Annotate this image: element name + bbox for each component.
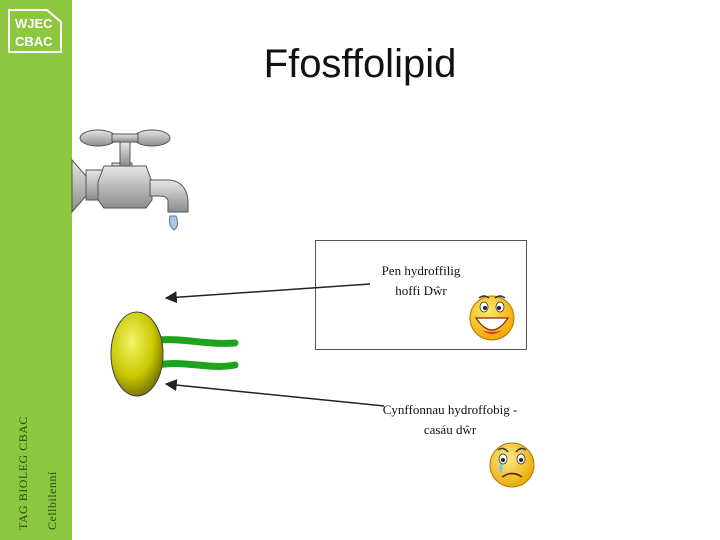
sad-face-icon	[489, 442, 535, 488]
head-label-line-2: hoffi Dŵr	[395, 283, 447, 298]
logo-line-2: CBAC	[15, 34, 53, 49]
page-title: Ffosffolipid	[263, 42, 457, 86]
head-label-line-1: Pen hydroffilig	[381, 263, 461, 278]
tail-label-line-1: Cynffonnau hydroffobig -	[382, 402, 518, 417]
wjec-cbac-logo: WJEC CBAC	[8, 9, 62, 53]
happy-face-icon	[469, 295, 515, 341]
phospholipid-icon	[110, 311, 239, 397]
logo-line-1: WJEC	[15, 16, 53, 31]
tap-icon	[71, 129, 189, 231]
head-arrow	[164, 283, 371, 304]
tail-arrow	[164, 379, 385, 407]
tail-label-line-2: casáu dŵr	[423, 422, 477, 437]
sidebar: WJEC CBAC TAG BIOLEG CBAC Cellbilenní	[0, 0, 72, 540]
